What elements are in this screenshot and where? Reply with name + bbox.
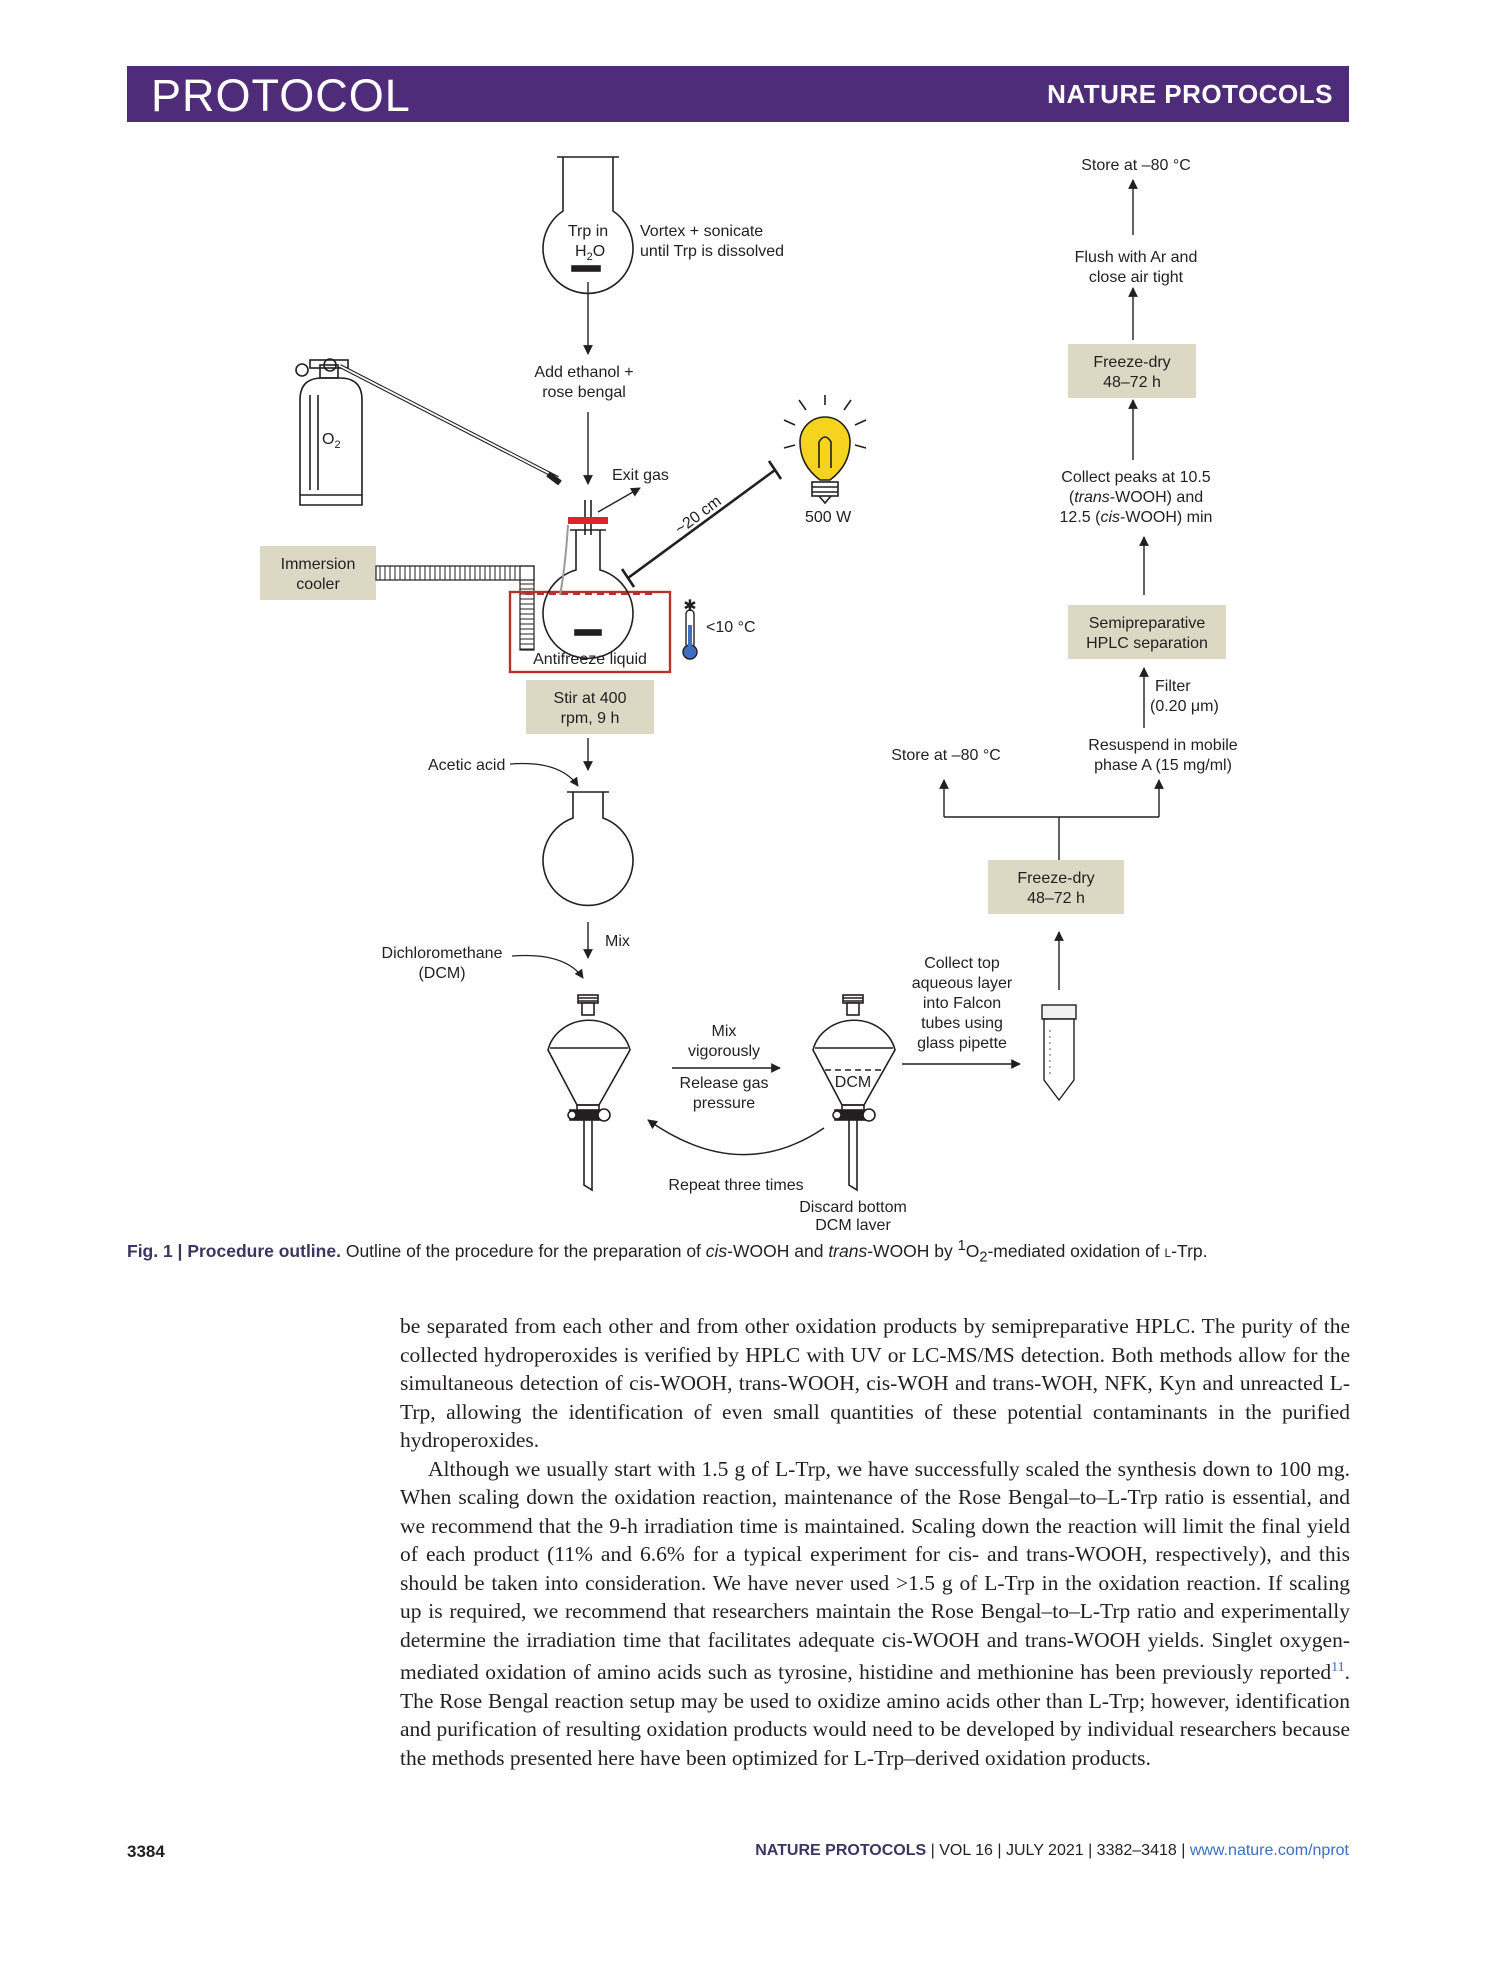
exit-gas-arrow [597,487,641,513]
freeze-dry-1-line1: Freeze-dry [1017,870,1094,887]
exit-gas-label: Exit gas [612,467,669,484]
discard-label-2: DCM layer [815,1217,891,1230]
filter-1: Filter [1155,678,1191,695]
section-label: PROTOCOL [151,70,411,121]
collect-top-5: glass pipette [917,1035,1007,1052]
freeze-dry-box-1 [988,860,1124,914]
stir-box [526,680,654,734]
repeat-label: Repeat three times [668,1177,803,1194]
store-left-label: Store at –80 °C [891,747,1001,764]
mix-vigorously-2: vigorously [688,1043,760,1060]
temperature-label: <10 °C [706,619,756,636]
separatory-funnel-2 [812,994,896,1192]
lamp-power: 500 W [805,509,852,526]
flush-2: close air tight [1089,269,1184,286]
o2-label: O2 [322,431,341,451]
immersion-label-2: cooler [296,576,340,593]
collect-top-2: aqueous layer [912,975,1013,992]
paragraph-1: be separated from each other and from ot… [400,1314,1350,1452]
flush-1: Flush with Ar and [1075,249,1198,266]
svg-text:✱: ✱ [683,598,696,615]
distance-label: ~20 cm [672,493,724,538]
page-number: 3384 [127,1842,165,1861]
split-connector [939,779,1164,860]
collect-top-1: Collect top [924,955,1000,972]
caption-label: Fig. 1 | Procedure outline. [127,1240,341,1261]
stir-label-1: Stir at 400 [554,690,627,707]
journal-name: NATURE PROTOCOLS [1047,79,1333,109]
body-text: be separated from each other and from ot… [400,1312,1350,1772]
oxygen-cylinder-icon [295,358,562,506]
collect-peaks-1: Collect peaks at 10.5 [1061,469,1211,486]
mix-vigorously-1: Mix [712,1023,737,1040]
filter-2: (0.20 μm) [1150,698,1219,715]
separatory-funnel-1 [547,994,631,1192]
reaction-flask [525,500,655,660]
vortex-text-1: Vortex + sonicate [640,223,763,240]
store-top-label: Store at –80 °C [1081,157,1191,174]
acetic-acid-arrow [509,762,579,787]
collect-top-4: tubes using [921,1015,1003,1032]
immersion-cooler-box [260,546,376,600]
citation-link[interactable]: 11 [1331,1660,1345,1675]
acetic-acid-label: Acetic acid [428,757,505,774]
falcon-tube-icon [1041,1004,1077,1102]
add-ethanol-1: Add ethanol + [534,364,633,381]
freeze-dry-2-line1: Freeze-dry [1093,354,1170,371]
journal-url-link[interactable]: www.nature.com/nprot [1189,1842,1349,1859]
release-gas-2: pressure [693,1095,755,1112]
figure-caption: Fig. 1 | Procedure outline. Outline of t… [127,1238,1208,1266]
immersion-label-1: Immersion [281,556,356,573]
hplc-box [1068,605,1226,659]
dcm-arrow [511,954,584,979]
collect-peaks-2: (trans-WOOH) and [1069,489,1203,506]
discard-label-1: Discard bottom [799,1199,907,1216]
repeat-arrow [647,1119,825,1156]
resuspend-1: Resuspend in mobile [1088,737,1238,754]
resuspend-2: phase A (15 mg/ml) [1094,757,1232,774]
vortex-text-2: until Trp is dissolved [640,243,784,260]
antifreeze-bath [508,590,672,674]
hplc-1: Semipreparative [1089,615,1206,632]
page-header: PROTOCOL NATURE PROTOCOLS [127,66,1349,122]
dcm-label-2: (DCM) [418,965,465,982]
freeze-dry-2-line2: 48–72 h [1103,374,1161,391]
antifreeze-label: Antifreeze liquid [533,651,647,668]
hplc-2: HPLC separation [1086,635,1208,652]
dcm-label-1: Dichloromethane [382,945,503,962]
distance-line [627,468,776,580]
paragraph-2: Although we usually start with 1.5 g of … [400,1456,1350,1770]
flask-acid [542,791,634,907]
footer-info: NATURE PROTOCOLS | VOL 16 | JULY 2021 | … [755,1842,1349,1859]
release-gas-1: Release gas [680,1075,769,1092]
collect-top-3: into Falcon [923,995,1001,1012]
dcm-layer-label: DCM [835,1074,871,1091]
procedure-figure: Trp in H2O Vortex + sonicate until Trp i… [260,156,1238,1230]
light-bulb-icon [783,395,867,505]
collect-peaks-3: 12.5 (cis-WOOH) min [1060,509,1213,526]
thermometer-icon: ✱ [682,598,698,660]
freeze-dry-box-2 [1068,344,1196,398]
stir-label-2: rpm, 9 h [561,710,620,727]
flask-label-2: H2O [575,243,605,263]
flask-label-1: Trp in [568,223,608,240]
freeze-dry-1-line2: 48–72 h [1027,890,1085,907]
add-ethanol-2: rose bengal [542,384,626,401]
mix-label: Mix [605,933,630,950]
